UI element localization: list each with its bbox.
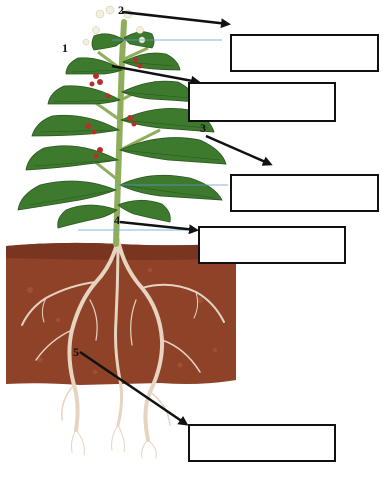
answer-box-2-text [190, 84, 334, 92]
answer-box-5-text [190, 426, 334, 434]
answer-box-4-text [200, 228, 344, 236]
part-number-5: 5 [73, 345, 79, 359]
arrow-4 [120, 222, 196, 230]
part-number-2: 2 [118, 3, 124, 17]
part-number-3: 3 [200, 121, 206, 135]
answer-box-3-text [232, 176, 377, 184]
answer-box-1[interactable] [230, 34, 379, 72]
part-number-1: 1 [62, 41, 68, 55]
answer-box-3[interactable] [230, 174, 379, 212]
answer-box-5[interactable] [188, 424, 336, 462]
answer-box-1-text [232, 36, 377, 44]
arrow-2 [122, 12, 228, 24]
answer-box-2[interactable] [188, 82, 336, 122]
answer-box-4[interactable] [198, 226, 346, 264]
soil [6, 243, 236, 385]
part-number-4: 4 [114, 213, 120, 227]
